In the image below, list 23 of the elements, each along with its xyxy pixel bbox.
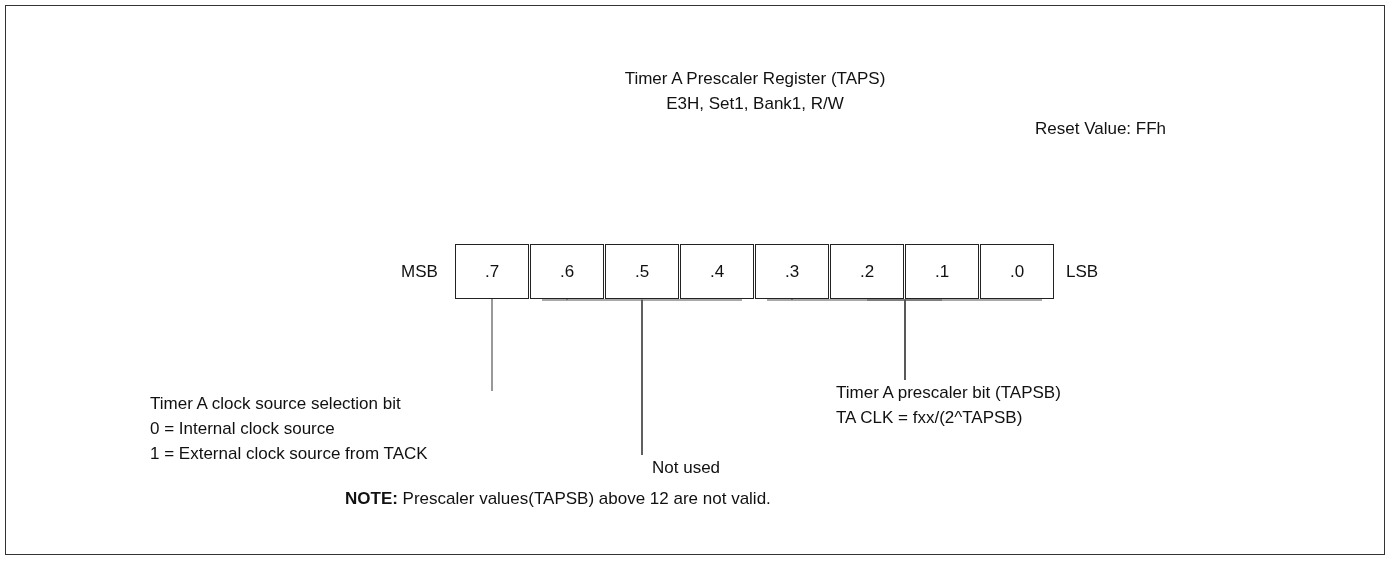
msb-label: MSB: [401, 261, 438, 283]
bit-cell: .5: [605, 244, 679, 299]
description-text: TA CLK = fxx/(2^TAPSB): [836, 407, 1024, 429]
reset-value: Reset Value: FFh: [1035, 118, 1167, 140]
description-text: Not used: [652, 457, 721, 479]
register-address: E3H, Set1, Bank1, R/W: [665, 93, 845, 115]
lsb-label: LSB: [1066, 261, 1099, 283]
bit-cell: .2: [830, 244, 904, 299]
description-text: Timer A prescaler bit (TAPSB): [836, 382, 1061, 404]
bit-cell: .0: [980, 244, 1054, 299]
bracket-line: [641, 299, 743, 456]
bit-cell: .7: [455, 244, 529, 299]
note-text: NOTE: Prescaler values(TAPSB) above 12 are not valid.: [345, 488, 771, 510]
bit-cell: .4: [680, 244, 754, 299]
bracket-line: [904, 299, 1043, 381]
register-title: Timer A Prescaler Register (TAPS): [623, 68, 887, 90]
description-text: 0 = Internal clock source: [150, 418, 336, 440]
leader-line: [491, 298, 493, 392]
bit-cell: .3: [755, 244, 829, 299]
description-text: 1 = External clock source from TACK: [150, 443, 428, 465]
description-text: Timer A clock source selection bit: [150, 393, 402, 415]
bit-cell: .6: [530, 244, 604, 299]
bit-cell: .1: [905, 244, 979, 299]
